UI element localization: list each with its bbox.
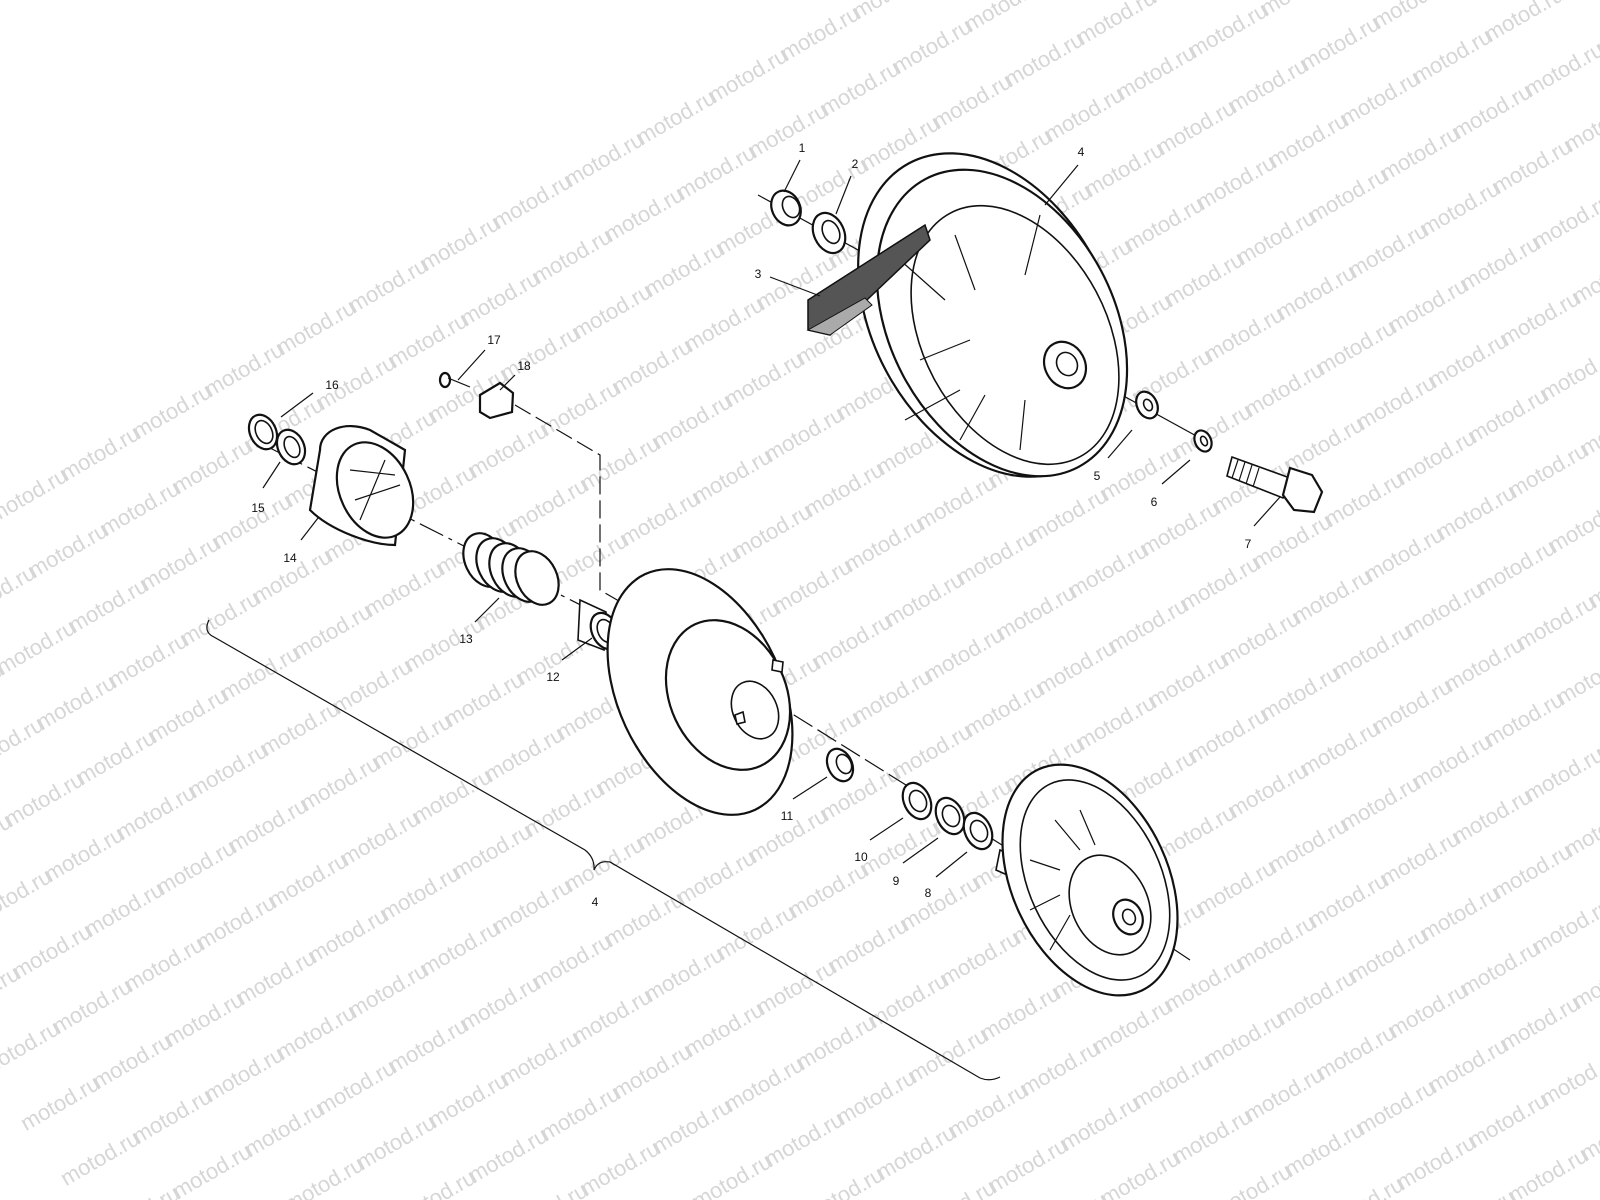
leader-lines bbox=[262, 159, 1281, 878]
callout-18: 18 bbox=[517, 359, 531, 373]
callout-7: 7 bbox=[1245, 537, 1252, 551]
callout-8: 8 bbox=[925, 886, 932, 900]
part-14-helix-cam bbox=[308, 425, 415, 547]
part-16-snap-ring bbox=[247, 413, 279, 451]
lower-axis-line-left bbox=[269, 447, 641, 636]
part-7-bolt bbox=[1226, 455, 1324, 514]
callout-13: 13 bbox=[459, 632, 473, 646]
part-3-drive-belt bbox=[806, 223, 931, 336]
callout-16: 16 bbox=[325, 378, 339, 392]
callout-10: 10 bbox=[854, 850, 868, 864]
callout-17: 17 bbox=[487, 333, 501, 347]
part-13-spring bbox=[462, 532, 560, 606]
callout-3: 3 bbox=[755, 267, 762, 281]
part-10-washer bbox=[901, 781, 933, 821]
callout-5: 5 bbox=[1094, 469, 1101, 483]
fixed-sheave bbox=[995, 763, 1179, 997]
callout-9: 9 bbox=[893, 874, 900, 888]
part-18-cam-slider bbox=[478, 381, 515, 420]
part-15-washer bbox=[275, 428, 307, 466]
callout-6: 6 bbox=[1151, 495, 1158, 509]
part-1-bearing bbox=[770, 189, 802, 227]
assembly-bracket bbox=[206, 619, 1001, 1081]
callout-11: 11 bbox=[781, 809, 794, 823]
part-8-washer bbox=[962, 811, 994, 851]
callout-1: 1 bbox=[799, 141, 806, 155]
callout-12: 12 bbox=[546, 670, 560, 684]
callout-labels: 1 2 3 4 5 6 7 8 9 10 11 12 13 14 15 16 1… bbox=[251, 141, 1251, 909]
part-6-lock-washer bbox=[1193, 429, 1213, 453]
part-11-bushing bbox=[825, 747, 855, 783]
part-17-screw bbox=[438, 371, 471, 389]
callout-bracket-4: 4 bbox=[592, 895, 599, 909]
part-2-washer bbox=[811, 211, 847, 255]
movable-sheave bbox=[606, 568, 794, 816]
callout-14: 14 bbox=[283, 551, 297, 565]
callout-4: 4 bbox=[1078, 145, 1085, 159]
callout-15: 15 bbox=[251, 501, 265, 515]
part-9-washer bbox=[934, 796, 966, 836]
callout-2: 2 bbox=[852, 157, 859, 171]
part-5-washer bbox=[1135, 390, 1159, 420]
part-4-driven-sheave bbox=[857, 152, 1129, 478]
